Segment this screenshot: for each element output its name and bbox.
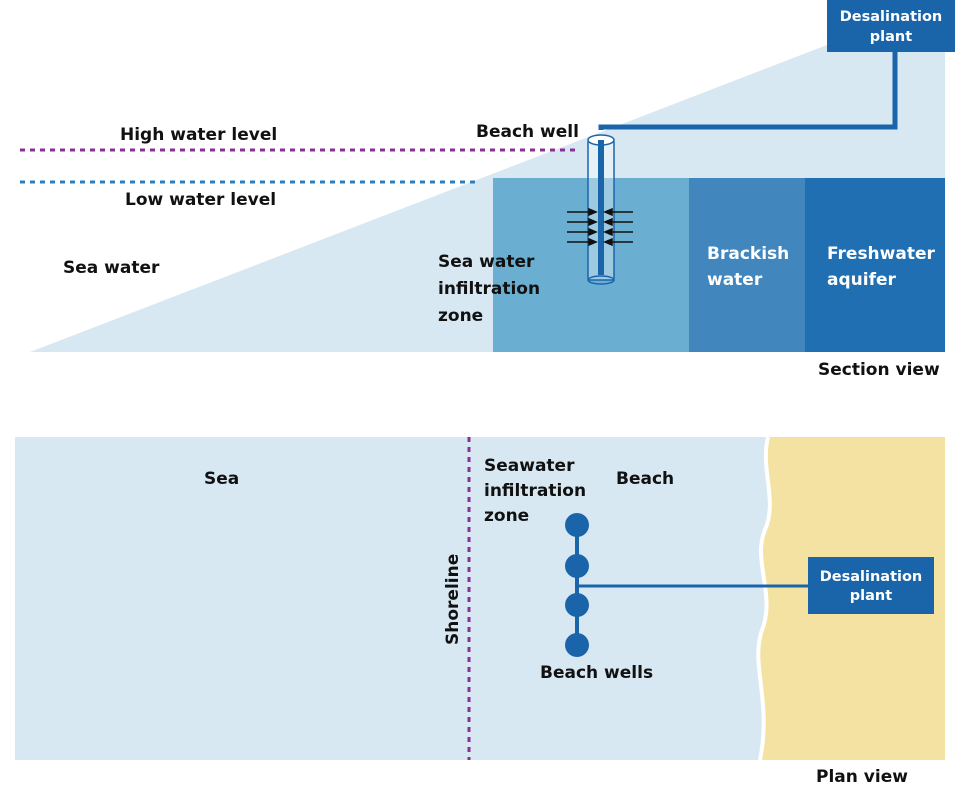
beach-well-label: Beach well [476, 122, 579, 142]
plan-plant-label-1: Desalination [820, 569, 923, 585]
low-water-label: Low water level [125, 190, 276, 210]
freshwater-aquifer-block [805, 178, 945, 352]
section-pipe [598, 50, 898, 130]
beach-well-3 [565, 593, 589, 617]
section-plant-box [827, 0, 955, 52]
brackish-label-1: Brackish [707, 244, 789, 264]
beach-wells-label: Beach wells [540, 663, 653, 683]
infiltration-zone-block [493, 178, 689, 352]
section-view: Desalination plant High water level Low … [20, 0, 955, 380]
sea-label: Sea [204, 469, 239, 489]
infiltration-label-2: infiltration [438, 279, 540, 299]
sea-water-label: Sea water [63, 258, 160, 278]
high-water-label: High water level [120, 125, 277, 145]
plan-plant-label-2: plant [850, 588, 892, 604]
plan-view-label: Plan view [816, 767, 908, 787]
plan-plant-box [808, 557, 934, 614]
seawater-infiltration-label-3: zone [484, 506, 529, 526]
beach-well-4 [565, 633, 589, 657]
section-view-label: Section view [818, 360, 940, 380]
infiltration-label-1: Sea water [438, 252, 535, 272]
section-plant-label-1: Desalination [840, 9, 943, 25]
beach-well-1 [565, 513, 589, 537]
shore-foam [756, 436, 772, 761]
freshwater-label-1: Freshwater [827, 244, 935, 264]
plan-view: Desalination plant Sea Seawater infiltra… [15, 436, 945, 787]
inflow-arrows [567, 207, 633, 247]
beach-well [587, 134, 615, 285]
infiltration-label-3: zone [438, 306, 483, 326]
seawater-infiltration-label-1: Seawater [484, 456, 575, 476]
shoreline-label: Shoreline [443, 554, 463, 645]
seawater-infiltration-label-2: infiltration [484, 481, 586, 501]
beach-label: Beach [616, 469, 674, 489]
beach-well-2 [565, 554, 589, 578]
brackish-water-block [689, 178, 805, 352]
brackish-label-2: water [707, 270, 763, 290]
freshwater-label-2: aquifer [827, 270, 896, 290]
section-plant-label-2: plant [870, 29, 912, 45]
